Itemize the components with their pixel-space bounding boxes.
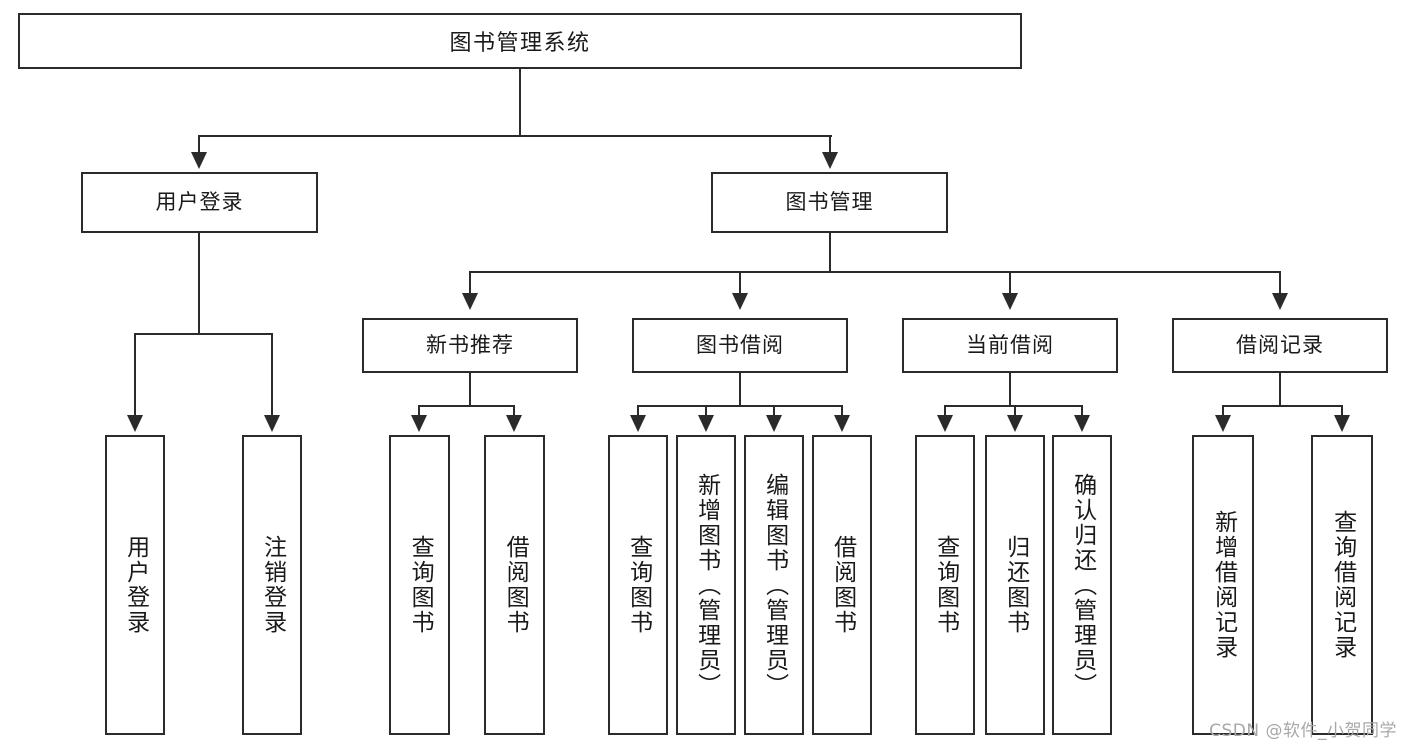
edge-br-leaf1 (1222, 405, 1224, 417)
edge-new-book-leaf1 (418, 405, 420, 417)
edge-to-book-manage (829, 135, 831, 154)
edge-cb-leaf2 (1014, 405, 1016, 417)
leaf-user-login[interactable]: 用户登录 (105, 435, 165, 735)
edge-cb-leaf1 (944, 405, 946, 417)
csdn-watermark: CSDN @软件_小贺同学 (1209, 721, 1397, 741)
node-label: 当前借阅 (966, 332, 1054, 357)
node-user-login[interactable]: 用户登录 (81, 172, 318, 233)
leaf-cb-confirm-return[interactable]: 确认归还（管理员） (1052, 435, 1112, 735)
edge-bb-leaf4 (841, 405, 843, 417)
node-label: 借阅记录 (1236, 332, 1324, 357)
arrowhead-book-manage (822, 152, 838, 169)
arrowhead-leaf-user-login (127, 415, 143, 432)
edge-book-borrow-bus (637, 405, 842, 407)
node-label: 新书推荐 (426, 332, 514, 357)
node-label: 用户登录 (155, 189, 244, 214)
leaf-bb-borrow-book[interactable]: 借阅图书 (812, 435, 872, 735)
edge-current-borrow-bus (944, 405, 1082, 407)
arrowhead-leaf-logout (264, 415, 280, 432)
leaf-label: 查询图书 (625, 535, 652, 635)
edge-new-book-bus (418, 405, 515, 407)
leaf-label: 借阅图书 (829, 535, 856, 635)
edge-to-book-borrow (739, 271, 741, 295)
node-label: 图书管理 (785, 189, 874, 214)
arrowhead-cb-leaf1 (937, 415, 953, 432)
leaf-label: 确认归还（管理员） (1069, 472, 1096, 698)
leaf-cb-query-book[interactable]: 查询图书 (915, 435, 975, 735)
edge-level3-bus (469, 271, 1281, 273)
arrowhead-cb-leaf2 (1007, 415, 1023, 432)
arrowhead-book-borrow (732, 293, 748, 310)
edge-borrow-record-stem (1279, 373, 1281, 406)
leaf-label: 查询图书 (407, 535, 434, 635)
leaf-label: 编辑图书（管理员） (761, 472, 788, 698)
edge-book-manage-stem (829, 233, 831, 272)
node-label: 图书借阅 (696, 332, 784, 357)
edge-user-login-leaf2 (271, 333, 273, 417)
leaf-label: 归还图书 (1002, 535, 1029, 635)
edge-book-borrow-stem (739, 373, 741, 406)
edge-new-book-leaf2 (513, 405, 515, 417)
leaf-label: 用户登录 (122, 535, 149, 635)
leaf-label: 查询图书 (932, 535, 959, 635)
node-current-borrow[interactable]: 当前借阅 (902, 318, 1118, 373)
node-label: 图书管理系统 (449, 31, 591, 56)
node-book-borrow[interactable]: 图书借阅 (632, 318, 848, 373)
leaf-bb-query-book[interactable]: 查询图书 (608, 435, 668, 735)
arrowhead-bb-leaf3 (766, 415, 782, 432)
arrowhead-bb-leaf4 (834, 415, 850, 432)
node-borrow-record[interactable]: 借阅记录 (1172, 318, 1388, 373)
edge-to-new-book (469, 271, 471, 295)
edge-bb-leaf2 (705, 405, 707, 417)
arrowhead-br-leaf1 (1215, 415, 1231, 432)
arrowhead-bb-leaf2 (698, 415, 714, 432)
edge-bb-leaf3 (773, 405, 775, 417)
edge-user-login-bus (134, 333, 272, 335)
edge-to-current-borrow (1009, 271, 1011, 295)
node-new-book-recommend[interactable]: 新书推荐 (362, 318, 578, 373)
edge-user-login-leaf1 (134, 333, 136, 417)
edge-user-login-stem (198, 233, 200, 334)
arrowhead-new-book (462, 293, 478, 310)
arrowhead-br-leaf2 (1334, 415, 1350, 432)
arrowhead-borrow-record (1272, 293, 1288, 310)
node-root-system[interactable]: 图书管理系统 (18, 13, 1022, 69)
edge-cb-leaf3 (1081, 405, 1083, 417)
leaf-br-query-record[interactable]: 查询借阅记录 (1311, 435, 1373, 735)
arrowhead-current-borrow (1002, 293, 1018, 310)
leaf-label: 查询借阅记录 (1329, 510, 1356, 660)
leaf-bb-edit-book[interactable]: 编辑图书（管理员） (744, 435, 804, 735)
leaf-label: 注销登录 (259, 535, 286, 635)
leaf-nb-query-book[interactable]: 查询图书 (389, 435, 450, 735)
edge-root-stem (519, 69, 521, 136)
edge-level2-bus (198, 135, 832, 137)
arrowhead-nb-leaf1 (411, 415, 427, 432)
edge-to-user-login (198, 135, 200, 154)
leaf-label: 借阅图书 (502, 535, 529, 635)
leaf-logout[interactable]: 注销登录 (242, 435, 302, 735)
leaf-bb-add-book[interactable]: 新增图书（管理员） (676, 435, 736, 735)
leaf-br-add-record[interactable]: 新增借阅记录 (1192, 435, 1254, 735)
edge-bb-leaf1 (637, 405, 639, 417)
arrowhead-cb-leaf3 (1074, 415, 1090, 432)
edge-borrow-record-bus (1222, 405, 1342, 407)
arrowhead-bb-leaf1 (630, 415, 646, 432)
leaf-label: 新增借阅记录 (1210, 510, 1237, 660)
edge-new-book-stem (469, 373, 471, 406)
arrowhead-nb-leaf2 (506, 415, 522, 432)
edge-br-leaf2 (1341, 405, 1343, 417)
leaf-label: 新增图书（管理员） (693, 472, 720, 698)
leaf-nb-borrow-book[interactable]: 借阅图书 (484, 435, 545, 735)
edge-to-borrow-record (1279, 271, 1281, 295)
arrowhead-user-login (191, 152, 207, 169)
leaf-cb-return-book[interactable]: 归还图书 (985, 435, 1045, 735)
node-book-manage[interactable]: 图书管理 (711, 172, 948, 233)
edge-current-borrow-stem (1009, 373, 1011, 406)
